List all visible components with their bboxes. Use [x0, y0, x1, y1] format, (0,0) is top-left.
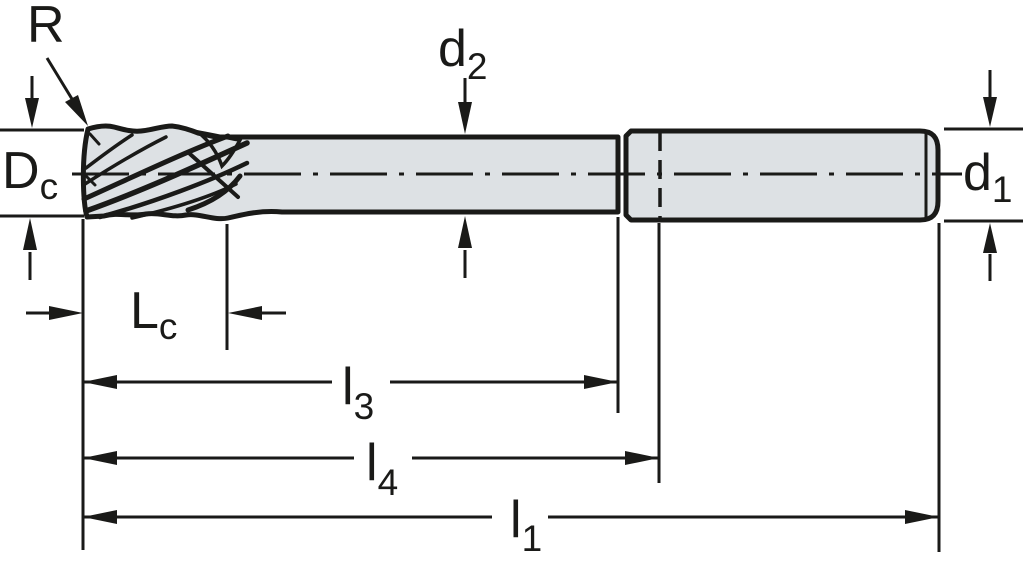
- d2-arrow-down: [458, 102, 472, 134]
- dc-arrow-down: [25, 98, 39, 128]
- label-corner-radius: R: [27, 0, 65, 54]
- d1-arrow-up: [983, 223, 997, 253]
- l1-arrow-left: [83, 510, 117, 524]
- l3-arrow-right: [584, 375, 618, 389]
- dimension-lc: [26, 224, 286, 350]
- l1-arrow-right: [905, 510, 939, 524]
- dc-arrow-up: [23, 218, 37, 250]
- dimension-d1: [944, 70, 1023, 281]
- dimension-l3: [83, 217, 620, 413]
- dimension-l4: [83, 223, 661, 483]
- flute-lines: [81, 130, 250, 220]
- l3-arrow-left: [83, 375, 117, 389]
- dimension-r-leader: [45, 57, 74, 100]
- d2-arrow-up: [458, 216, 472, 248]
- tool-cutting-head-and-neck: [80, 123, 621, 222]
- arrowheads: [23, 95, 997, 524]
- l4-arrow-left: [83, 451, 117, 465]
- l4-arrow-right: [625, 451, 659, 465]
- label-neck-diameter: d2: [438, 20, 488, 87]
- label-length-l4: l4: [366, 434, 398, 503]
- dimension-lines: [0, 57, 1023, 552]
- d1-arrow-down: [983, 97, 997, 127]
- lc-arrow-right: [49, 306, 83, 320]
- label-cutting-diameter: Dc: [2, 142, 58, 207]
- dimension-dc: [0, 76, 84, 280]
- r-arrowhead: [65, 95, 88, 126]
- lc-arrow-left: [228, 306, 262, 320]
- label-length-l3: l3: [342, 358, 374, 427]
- label-cutting-length: Lc: [130, 282, 177, 347]
- label-overall-length: l1: [510, 491, 542, 559]
- label-shank-diameter: d1: [963, 144, 1013, 210]
- dimension-l1: [83, 223, 941, 552]
